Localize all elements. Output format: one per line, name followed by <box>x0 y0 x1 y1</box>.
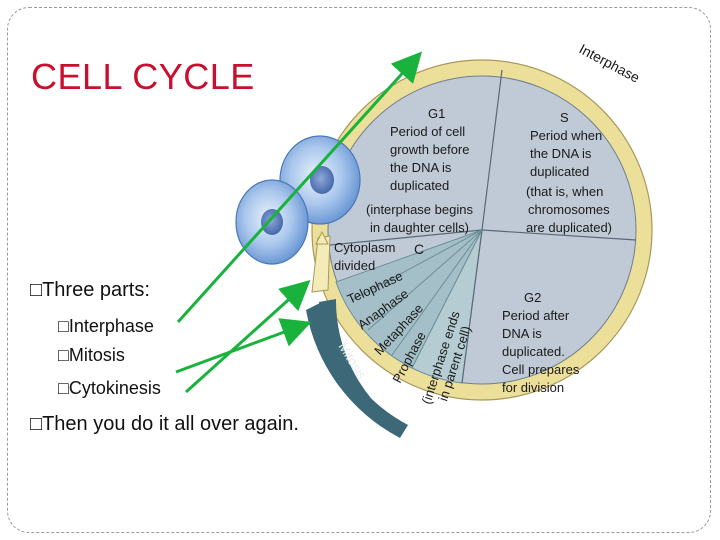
g1-line-3: the DNA is <box>390 160 452 175</box>
bullet-three-parts: □Three parts: <box>30 279 150 302</box>
divider-s-g2 <box>481 229 637 241</box>
s-line-0: S <box>560 110 569 125</box>
c-label: C <box>414 241 424 257</box>
g1-line-6: in daughter cells) <box>370 220 469 235</box>
g1-line-1: Period of cell <box>390 124 465 139</box>
s-line-1: Period when <box>530 128 602 143</box>
bullet-text: Interphase <box>68 316 154 336</box>
bullet-text: Cytokinesis <box>68 378 161 398</box>
bullet-glyph: □ <box>58 316 69 336</box>
g1-line-4: duplicated <box>390 178 449 193</box>
bullet-glyph: □ <box>58 378 69 398</box>
bullet-glyph: □ <box>30 279 43 301</box>
bullet-glyph: □ <box>58 345 69 365</box>
divider-g1-s <box>481 69 503 231</box>
prophase-wedge <box>411 229 483 384</box>
cytoplasm-line-1: divided <box>334 258 375 273</box>
bullet-glyph: □ <box>30 413 43 435</box>
g2-line-2: DNA is <box>502 326 542 341</box>
g2-line-5: for division <box>502 380 564 395</box>
g2-line-4: Cell prepares <box>502 362 580 377</box>
bullet-repeat: □Then you do it all over again. <box>30 413 299 436</box>
bullet-text: Three parts: <box>42 279 150 301</box>
s-line-3: duplicated <box>530 164 589 179</box>
slide-frame <box>7 7 711 533</box>
s-line-2: the DNA is <box>530 146 592 161</box>
g1-line-5: (interphase begins <box>366 202 473 217</box>
s-line-4: (that is, when <box>526 184 603 199</box>
daughter-cell-lower-nucleus <box>261 209 283 235</box>
daughter-cell-upper-nucleus <box>310 166 334 194</box>
g1-line-2: growth before <box>390 142 470 157</box>
g2-text: G2 Period after DNA is duplicated. Cell … <box>502 290 583 395</box>
bullet-mitosis: □Mitosis <box>58 345 125 366</box>
g2-line-3: duplicated. <box>502 344 565 359</box>
g2-line-0: G2 <box>524 290 541 305</box>
divider-g2-m <box>461 229 483 384</box>
cytoplasm-line-0: Cytoplasm <box>334 240 395 255</box>
interphase-ring-label: Interphase <box>577 41 643 86</box>
bullet-interphase: □Interphase <box>58 316 154 337</box>
bullet-text: Then you do it all over again. <box>42 413 299 435</box>
g1-line-0: G1 <box>428 106 445 121</box>
s-line-5: chromosomes <box>528 202 610 217</box>
bullet-text: Mitosis <box>68 345 125 365</box>
slide-title: CELL CYCLE <box>31 56 255 97</box>
g2-line-1: Period after <box>502 308 570 323</box>
bullet-cytokinesis: □Cytokinesis <box>58 378 161 399</box>
s-text: S Period when the DNA is duplicated (tha… <box>526 110 613 235</box>
s-line-6: are duplicated) <box>526 220 612 235</box>
divider-phase-3 <box>391 229 483 356</box>
